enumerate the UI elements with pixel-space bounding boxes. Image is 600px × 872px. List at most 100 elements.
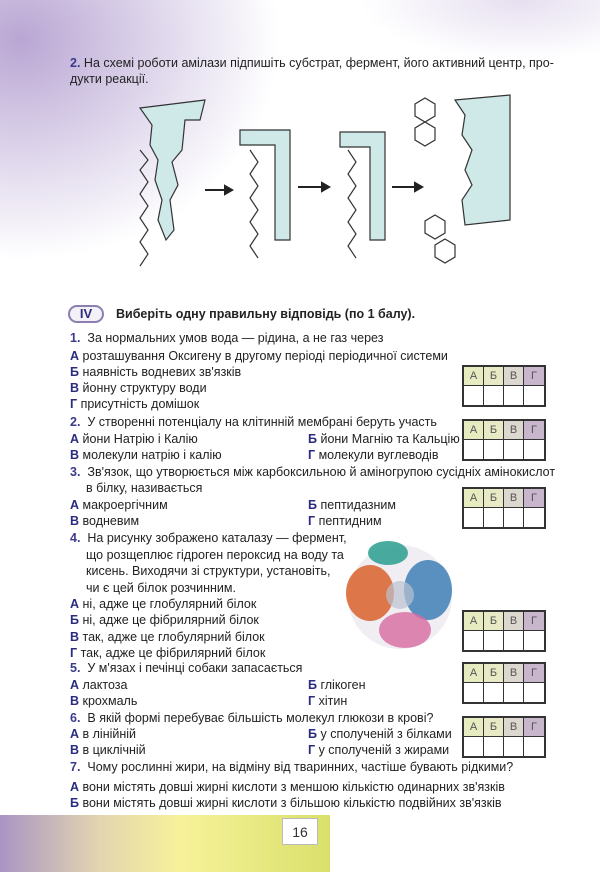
option-letter: Г	[70, 646, 78, 660]
answer-cell[interactable]	[464, 631, 484, 650]
grid-header: А	[464, 718, 484, 737]
question-number: 6.	[70, 711, 81, 725]
option: Г так, адже це фібрилярний білок	[70, 645, 265, 661]
answer-cell[interactable]	[484, 386, 504, 405]
grid-header: Г	[524, 367, 544, 386]
answer-cell[interactable]	[524, 683, 544, 702]
answer-cell[interactable]	[504, 440, 524, 459]
option: Б наявність водневих зв'язків	[70, 364, 241, 380]
question-6: 6. В якій формі перебуває більшість моле…	[70, 710, 433, 726]
option-letter: А	[70, 498, 80, 512]
grid-header: В	[504, 489, 524, 508]
question-number: 2.	[70, 415, 81, 429]
option: Б вони містять довші жирні кислоти з біл…	[70, 795, 502, 811]
amylase-scheme-diagram	[138, 94, 511, 267]
option: А йони Натрію і Калію	[70, 431, 198, 447]
grid-header: В	[504, 421, 524, 440]
option: В в циклічній	[70, 742, 146, 758]
answer-cell[interactable]	[504, 386, 524, 405]
option-text: крохмаль	[82, 694, 138, 708]
footer-color-bar	[0, 815, 330, 872]
option: Б йони Магнію та Кальцію	[308, 431, 460, 447]
task2-line2: дукти реакції.	[70, 72, 149, 86]
answer-cell[interactable]	[464, 737, 484, 756]
answer-cell[interactable]	[464, 683, 484, 702]
option-letter: Б	[70, 796, 79, 810]
option-text: вони містять довші жирні кислоти з більш…	[82, 796, 502, 810]
answer-cell[interactable]	[484, 737, 504, 756]
question-text: кисень. Виходячи зі структури, установіт…	[86, 564, 331, 578]
answer-cell[interactable]	[524, 631, 544, 650]
option-letter: Б	[308, 498, 317, 512]
option-letter: В	[70, 694, 80, 708]
option-text: у сполученій з білками	[320, 727, 452, 741]
answer-cell[interactable]	[524, 737, 544, 756]
option-text: макроергічним	[82, 498, 168, 512]
option: А лактоза	[70, 677, 127, 693]
answer-cell[interactable]	[504, 508, 524, 527]
option-text: хітин	[318, 694, 348, 708]
answer-cell[interactable]	[524, 440, 544, 459]
option-letter: Г	[308, 514, 316, 528]
question-number: 5.	[70, 661, 81, 675]
option: А вони містять довші жирні кислоти з мен…	[70, 779, 505, 795]
option: В водневим	[70, 513, 139, 529]
catalase-protein-image	[346, 541, 452, 649]
grid-header: А	[464, 367, 484, 386]
option: Г хітин	[308, 693, 347, 709]
answer-cell[interactable]	[484, 440, 504, 459]
answer-cell[interactable]	[524, 386, 544, 405]
option-text: молекули вуглеводів	[318, 448, 439, 462]
option-text: пептидним	[318, 514, 382, 528]
question-number: 7.	[70, 760, 81, 774]
grid-header: Б	[484, 664, 504, 683]
grid-header: А	[464, 664, 484, 683]
question-3: 3. Зв'язок, що утворюється між карбоксил…	[70, 464, 555, 480]
question-number: 4.	[70, 531, 81, 545]
grid-header: Б	[484, 367, 504, 386]
option-letter: Б	[70, 613, 79, 627]
option-letter: А	[70, 780, 80, 794]
answer-cell[interactable]	[504, 683, 524, 702]
answer-cell[interactable]	[464, 386, 484, 405]
option-text: лактоза	[82, 678, 128, 692]
question-7: 7. Чому рослинні жири, на відміну від тв…	[70, 759, 513, 775]
answer-cell[interactable]	[484, 508, 504, 527]
option-text: вони містять довші жирні кислоти з меншо…	[82, 780, 505, 794]
option-text: ні, адже це фібрилярний білок	[82, 613, 259, 627]
option-text: йонну структуру води	[82, 381, 207, 395]
option-letter: Г	[308, 694, 316, 708]
answer-cell[interactable]	[464, 508, 484, 527]
question-text: У м'язах і печінці собаки запасається	[87, 661, 303, 675]
answer-cell[interactable]	[504, 631, 524, 650]
question-text: Чому рослинні жири, на відміну від твари…	[87, 760, 514, 774]
answer-cell[interactable]	[464, 440, 484, 459]
option: А макроергічним	[70, 497, 168, 513]
option-letter: А	[70, 678, 80, 692]
question-text: На рисунку зображено каталазу — фермент,	[87, 531, 347, 545]
option-text: в циклічній	[82, 743, 146, 757]
option-text: молекули натрію і калію	[82, 448, 222, 462]
option: В крохмаль	[70, 693, 137, 709]
grid-header: В	[504, 718, 524, 737]
grid-header: Б	[484, 421, 504, 440]
option: Б у сполученій з білками	[308, 726, 452, 742]
option-text: так, адже це фібрилярний білок	[80, 646, 266, 660]
grid-header: Б	[484, 612, 504, 631]
answer-cell[interactable]	[524, 508, 544, 527]
section-badge: IV	[68, 305, 104, 323]
option: Б глікоген	[308, 677, 366, 693]
option: В молекули натрію і калію	[70, 447, 222, 463]
answer-cell[interactable]	[484, 683, 504, 702]
option-letter: А	[70, 597, 80, 611]
option-text: розташування Оксигену в другому періоді …	[82, 349, 448, 363]
option-text: у сполученій з жирами	[318, 743, 450, 757]
answer-cell[interactable]	[484, 631, 504, 650]
answer-cell[interactable]	[504, 737, 524, 756]
option-letter: В	[70, 743, 80, 757]
option-letter: Г	[70, 397, 78, 411]
grid-header: А	[464, 489, 484, 508]
